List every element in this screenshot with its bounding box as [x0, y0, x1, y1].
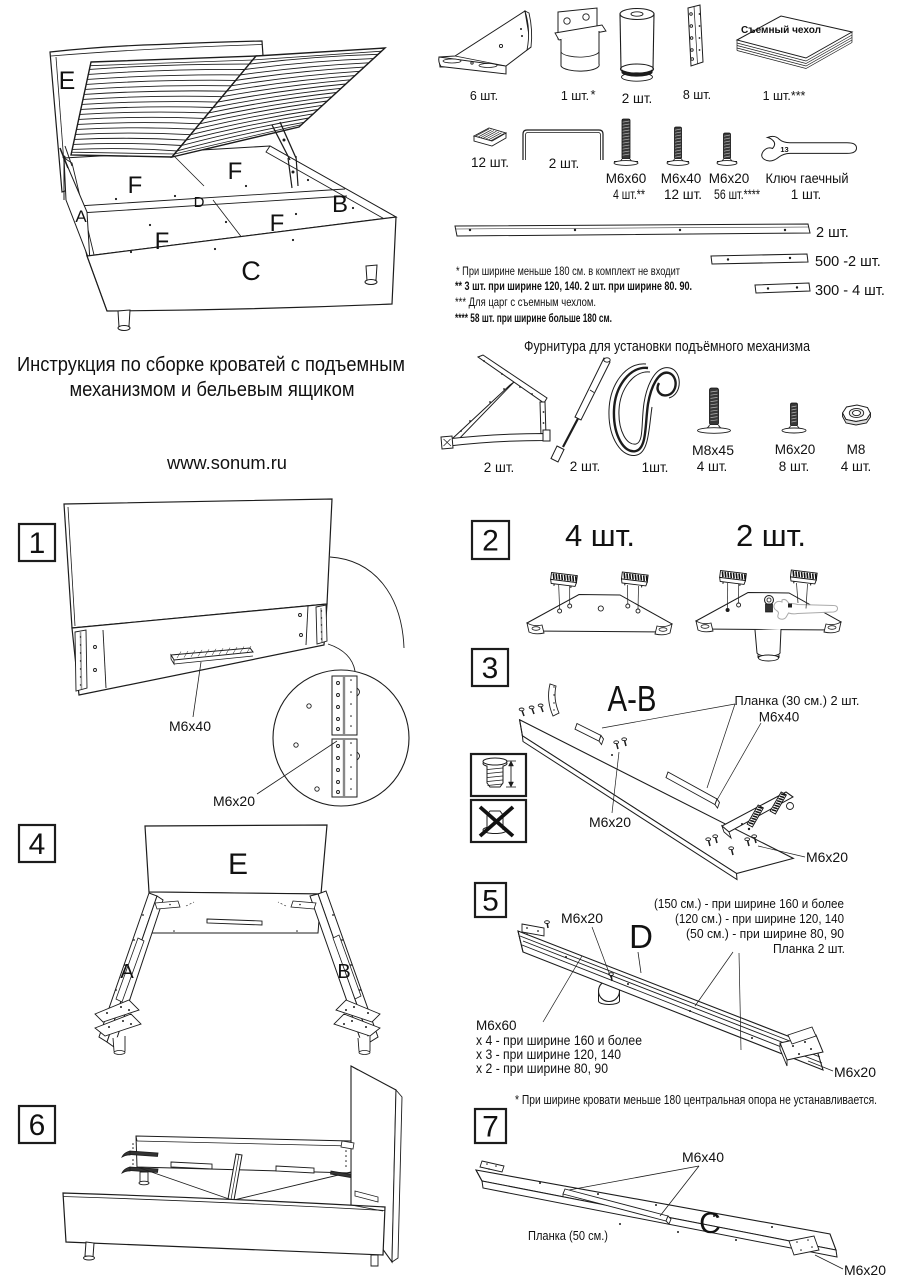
svg-text:Ключ гаечный: Ключ гаечный: [766, 171, 849, 186]
svg-text:4: 4: [29, 828, 46, 861]
svg-text:M6x20: M6x20: [561, 910, 603, 926]
svg-text:M6x20: M6x20: [844, 1262, 886, 1278]
svg-text:M6x20: M6x20: [589, 814, 631, 830]
svg-text:6: 6: [29, 1109, 46, 1142]
svg-text:12 шт.: 12 шт.: [471, 155, 509, 170]
svg-text:4 шт.: 4 шт.: [565, 518, 635, 553]
svg-text:D: D: [194, 194, 205, 211]
svg-text:Инструкция по сборке кроватей: Инструкция по сборке кроватей с подъемны…: [17, 354, 405, 376]
svg-text:B: B: [337, 961, 350, 983]
svg-text:M6x20: M6x20: [213, 793, 255, 809]
svg-text:2 шт.: 2 шт.: [816, 225, 849, 241]
svg-text:M6x60: M6x60: [476, 1018, 517, 1033]
svg-text:300 - 4 шт.: 300 - 4 шт.: [815, 283, 885, 299]
svg-text:A: A: [75, 207, 87, 226]
svg-text:4 шт.**: 4 шт.**: [613, 187, 646, 202]
svg-text:1: 1: [29, 527, 46, 560]
svg-text:6 шт.: 6 шт.: [470, 89, 498, 103]
svg-text:(50 см.) - при ширине 80, 90: (50 см.) - при ширине 80, 90: [686, 927, 844, 941]
svg-text:www.sonum.ru: www.sonum.ru: [166, 452, 287, 473]
svg-text:M8: M8: [847, 442, 866, 457]
svg-text:Планка (50 см.): Планка (50 см.): [528, 1228, 608, 1243]
svg-text:A-B: A-B: [608, 678, 657, 719]
svg-text:M6x40: M6x40: [682, 1149, 724, 1165]
svg-text:*: *: [590, 87, 595, 102]
svg-text:8 шт.: 8 шт.: [779, 459, 810, 474]
svg-text:4 шт.: 4 шт.: [841, 459, 872, 474]
svg-text:A: A: [120, 961, 134, 983]
svg-text:M6x20: M6x20: [834, 1064, 876, 1080]
svg-text:(120 см.) - при ширине 120, 14: (120 см.) - при ширине 120, 140: [675, 912, 844, 926]
svg-text:F: F: [128, 172, 143, 199]
svg-text:M8x45: M8x45: [692, 442, 734, 458]
svg-text:M6x40: M6x40: [661, 171, 702, 186]
svg-text:1 шт.***: 1 шт.***: [763, 89, 806, 103]
svg-text:механизмом и бельевым ящиком: механизмом и бельевым ящиком: [70, 379, 355, 401]
svg-text:* При ширине меньше 180 см. в: * При ширине меньше 180 см. в комплект н…: [456, 264, 680, 278]
svg-text:M6x40: M6x40: [169, 718, 211, 734]
svg-text:Планка 2 шт.: Планка 2 шт.: [773, 942, 845, 956]
svg-text:B: B: [332, 191, 348, 218]
svg-text:M6x40: M6x40: [759, 710, 800, 725]
svg-text:E: E: [59, 67, 76, 95]
svg-text:Фурнитура для установки подъём: Фурнитура для установки подъёмного механ…: [524, 338, 811, 355]
svg-text:** 3 шт. при ширине 120, 140.: ** 3 шт. при ширине 120, 140. 2 шт. при …: [455, 279, 692, 293]
svg-text:2 шт.: 2 шт.: [570, 459, 601, 474]
svg-text:12 шт.: 12 шт.: [664, 187, 702, 202]
svg-text:x 2 - при ширине 80, 90: x 2 - при ширине 80, 90: [476, 1061, 608, 1076]
svg-text:500 -2 шт.: 500 -2 шт.: [815, 254, 881, 270]
svg-text:D: D: [629, 918, 653, 955]
svg-text:13: 13: [780, 145, 788, 154]
svg-text:1 шт.: 1 шт.: [561, 89, 589, 103]
svg-text:Съемный чехол: Съемный чехол: [741, 24, 821, 36]
svg-text:* При ширине кровати меньше 18: * При ширине кровати меньше 180 централь…: [515, 1093, 877, 1107]
svg-text:x 4 - при ширине 160 и более: x 4 - при ширине 160 и более: [476, 1033, 642, 1048]
svg-text:Планка (30 см.) 2 шт.: Планка (30 см.) 2 шт.: [735, 693, 860, 708]
svg-text:F: F: [270, 210, 285, 237]
svg-text:2 шт.: 2 шт.: [549, 156, 580, 171]
svg-text:56 шт.****: 56 шт.****: [714, 187, 761, 202]
svg-text:M6x60: M6x60: [606, 171, 647, 186]
svg-text:C: C: [241, 256, 261, 286]
svg-text:5: 5: [482, 885, 499, 918]
svg-text:(150 см.) - при ширине 160 и б: (150 см.) - при ширине 160 и более: [654, 897, 844, 911]
svg-text:2 шт.: 2 шт.: [736, 518, 806, 553]
svg-text:F: F: [228, 158, 243, 185]
svg-text:8 шт.: 8 шт.: [683, 88, 711, 102]
svg-text:C: C: [699, 1207, 721, 1240]
svg-text:*** Для царг с съемным чехлом: *** Для царг с съемным чехлом.: [455, 295, 596, 309]
svg-text:3: 3: [482, 652, 499, 685]
svg-text:M6x20: M6x20: [709, 171, 750, 186]
svg-text:2 шт.: 2 шт.: [622, 91, 653, 106]
svg-text:**** 58 шт. при ширине больше: **** 58 шт. при ширине больше 180 см.: [455, 311, 612, 325]
svg-text:4 шт.: 4 шт.: [697, 459, 728, 474]
svg-text:F: F: [155, 228, 170, 255]
svg-text:2: 2: [482, 525, 499, 558]
svg-text:E: E: [228, 848, 248, 881]
svg-text:1шт.: 1шт.: [642, 460, 669, 475]
svg-text:M6x20: M6x20: [806, 849, 848, 865]
svg-text:x 3 - при ширине 120, 140: x 3 - при ширине 120, 140: [476, 1047, 621, 1062]
svg-text:1 шт.: 1 шт.: [791, 187, 822, 202]
svg-text:2 шт.: 2 шт.: [484, 460, 515, 475]
svg-text:7: 7: [482, 1111, 499, 1144]
svg-text:M6x20: M6x20: [775, 442, 816, 457]
